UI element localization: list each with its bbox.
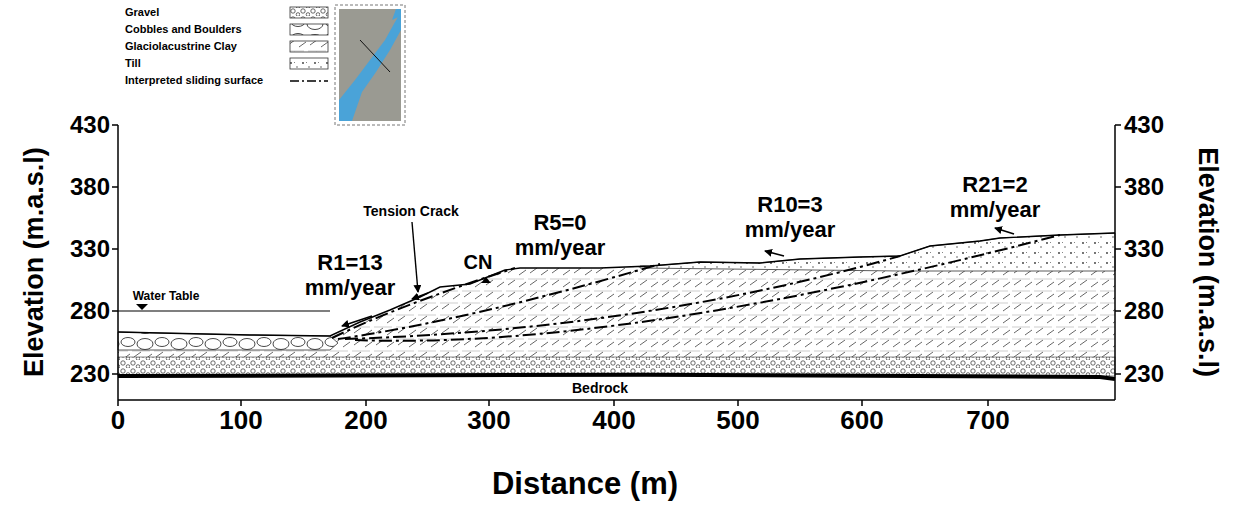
rate-label: R10=3 mm/year: [735, 193, 845, 242]
strata: [118, 233, 1115, 379]
tick-label: 280: [70, 298, 110, 325]
callout-label: Tension Crack: [363, 204, 458, 220]
axis-title: Elevation (m.a.s.l): [19, 147, 49, 377]
tick-label: 600: [840, 406, 883, 435]
tick-label: 430: [1124, 112, 1164, 139]
tick-label: 430: [70, 112, 110, 139]
tick-label: 400: [592, 406, 635, 435]
rate-label: R5=0 mm/year: [505, 211, 615, 260]
rate-label: R1=13 mm/year: [300, 251, 400, 300]
tick-label: 230: [1124, 361, 1164, 388]
axis-title: Distance (m): [492, 467, 678, 502]
axis-title: Elevation (m.a.s.l): [1193, 147, 1223, 377]
tick-label: 380: [70, 174, 110, 201]
tick-label: 380: [1124, 174, 1164, 201]
tick-label: 330: [70, 236, 110, 263]
tick-label: 200: [344, 406, 387, 435]
station-label: CN: [464, 251, 493, 273]
tick-label: 700: [966, 406, 1009, 435]
legend-text: Interpreted sliding surface: [125, 74, 263, 86]
legend-swatches: [290, 7, 328, 81]
tick-label: 280: [1124, 298, 1164, 325]
tick-label: 100: [219, 406, 262, 435]
rate-label: R21=2 mm/year: [940, 173, 1050, 222]
sliding-surfaces: [332, 235, 1060, 341]
legend-text: Till: [125, 57, 141, 69]
legend-text: Gravel: [125, 6, 159, 18]
location-map: [335, 5, 405, 125]
legend-text: Cobbles and Boulders: [125, 23, 242, 35]
legend-text: Glaciolacustrine Clay: [125, 40, 237, 52]
layer-label: Bedrock: [572, 381, 628, 397]
tick-label: 330: [1124, 236, 1164, 263]
tick-label: 230: [70, 361, 110, 388]
tick-label: 0: [111, 406, 125, 435]
movement-arrows: [342, 228, 1014, 326]
axes: [112, 125, 1121, 406]
leader-line: [412, 222, 418, 292]
water-table-label: Water Table: [133, 290, 200, 303]
water-table: [118, 304, 330, 311]
tick-label: 300: [467, 406, 510, 435]
tick-label: 500: [716, 406, 759, 435]
